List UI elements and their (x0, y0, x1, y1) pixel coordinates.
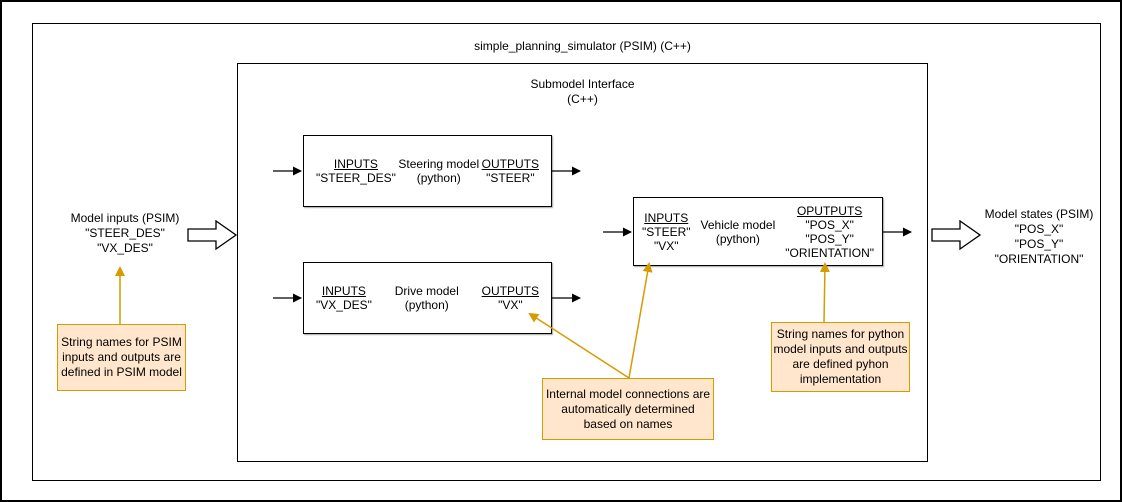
drive-output-vx: "VX" (498, 298, 523, 312)
model-states-orientation: "ORIENTATION" (994, 252, 1084, 266)
model-states-block: Model states (PSIM) "POS_X" "POS_Y" "ORI… (969, 207, 1109, 267)
steering-input-steer-des: "STEER_DES" (316, 171, 396, 185)
vehicle-inputs-label: INPUTS (644, 210, 689, 225)
model-inputs-vx-des: "VX_DES" (97, 241, 153, 255)
simulator-frame (32, 23, 1101, 481)
vehicle-inputs-column: INPUTS "STEER" "VX" (642, 211, 691, 253)
vehicle-output-pos-y: "POS_Y" (805, 231, 854, 246)
connections-note: Internal model connections are automatic… (542, 378, 714, 440)
model-states-pos-y: "POS_Y" (1014, 237, 1064, 251)
connections-note-text: Internal model connections are automatic… (545, 386, 711, 431)
python-note: String names for python model inputs and… (771, 322, 910, 392)
drive-inputs-label: INPUTS (321, 284, 366, 298)
model-states-title: Model states (PSIM) (984, 207, 1094, 221)
submodel-interface-box (237, 63, 928, 462)
drive-outputs-column: OUTPUTS "VX" (482, 284, 539, 312)
steering-model-box: INPUTS "STEER_DES" Steering model (pytho… (303, 135, 552, 207)
model-inputs-steer-des: "STEER_DES" (85, 226, 165, 240)
steering-name-line1: Steering model (398, 157, 480, 171)
vehicle-outputs-label: OPUTPUTS (796, 203, 863, 218)
vehicle-name-line2: (python) (715, 231, 760, 246)
psim-note-text: String names for PSIM inputs and outputs… (61, 335, 182, 379)
model-inputs-title: Model inputs (PSIM) (70, 211, 180, 225)
submodel-label-line2: (C++) (567, 92, 598, 106)
drive-model-box: INPUTS "VX_DES" Drive model (python) OUT… (303, 262, 552, 334)
drive-name-line2: (python) (404, 298, 449, 312)
vehicle-input-vx: "VX" (654, 238, 679, 253)
steering-model-name: Steering model (python) (398, 157, 479, 185)
model-inputs-block: Model inputs (PSIM) "STEER_DES" "VX_DES" (55, 211, 195, 256)
page-title: simple_planning_simulator (PSIM) (C++) (474, 39, 691, 53)
vehicle-outputs-column: OPUTPUTS "POS_X" "POS_Y" "ORIENTATION" (785, 204, 874, 260)
steering-outputs-label: OUTPUTS (481, 157, 539, 171)
drive-input-vx-des: "VX_DES" (316, 298, 372, 312)
drive-outputs-label: OUTPUTS (481, 284, 539, 298)
steering-inputs-label: INPUTS (333, 157, 378, 171)
python-note-text: String names for python model inputs and… (773, 327, 908, 386)
vehicle-model-name: Vehicle model (python) (701, 218, 776, 246)
submodel-interface-label: Submodel Interface (C++) (237, 77, 928, 107)
drive-model-name: Drive model (python) (395, 284, 459, 312)
steering-outputs-column: OUTPUTS "STEER" (482, 157, 539, 185)
submodel-label-line1: Submodel Interface (530, 77, 635, 91)
steering-output-steer: "STEER" (486, 171, 535, 185)
vehicle-model-box: INPUTS "STEER" "VX" Vehicle model (pytho… (633, 197, 883, 266)
vehicle-input-steer: "STEER" (642, 224, 691, 239)
steering-inputs-column: INPUTS "STEER_DES" (316, 157, 396, 185)
psim-note: String names for PSIM inputs and outputs… (57, 324, 186, 391)
vehicle-output-orientation: "ORIENTATION" (785, 245, 874, 260)
vehicle-output-pos-x: "POS_X" (805, 217, 854, 232)
drive-name-line1: Drive model (394, 284, 459, 298)
steering-name-line2: (python) (416, 171, 461, 185)
model-states-pos-x: "POS_X" (1014, 222, 1064, 236)
vehicle-name-line1: Vehicle model (700, 217, 776, 232)
drive-inputs-column: INPUTS "VX_DES" (316, 284, 372, 312)
